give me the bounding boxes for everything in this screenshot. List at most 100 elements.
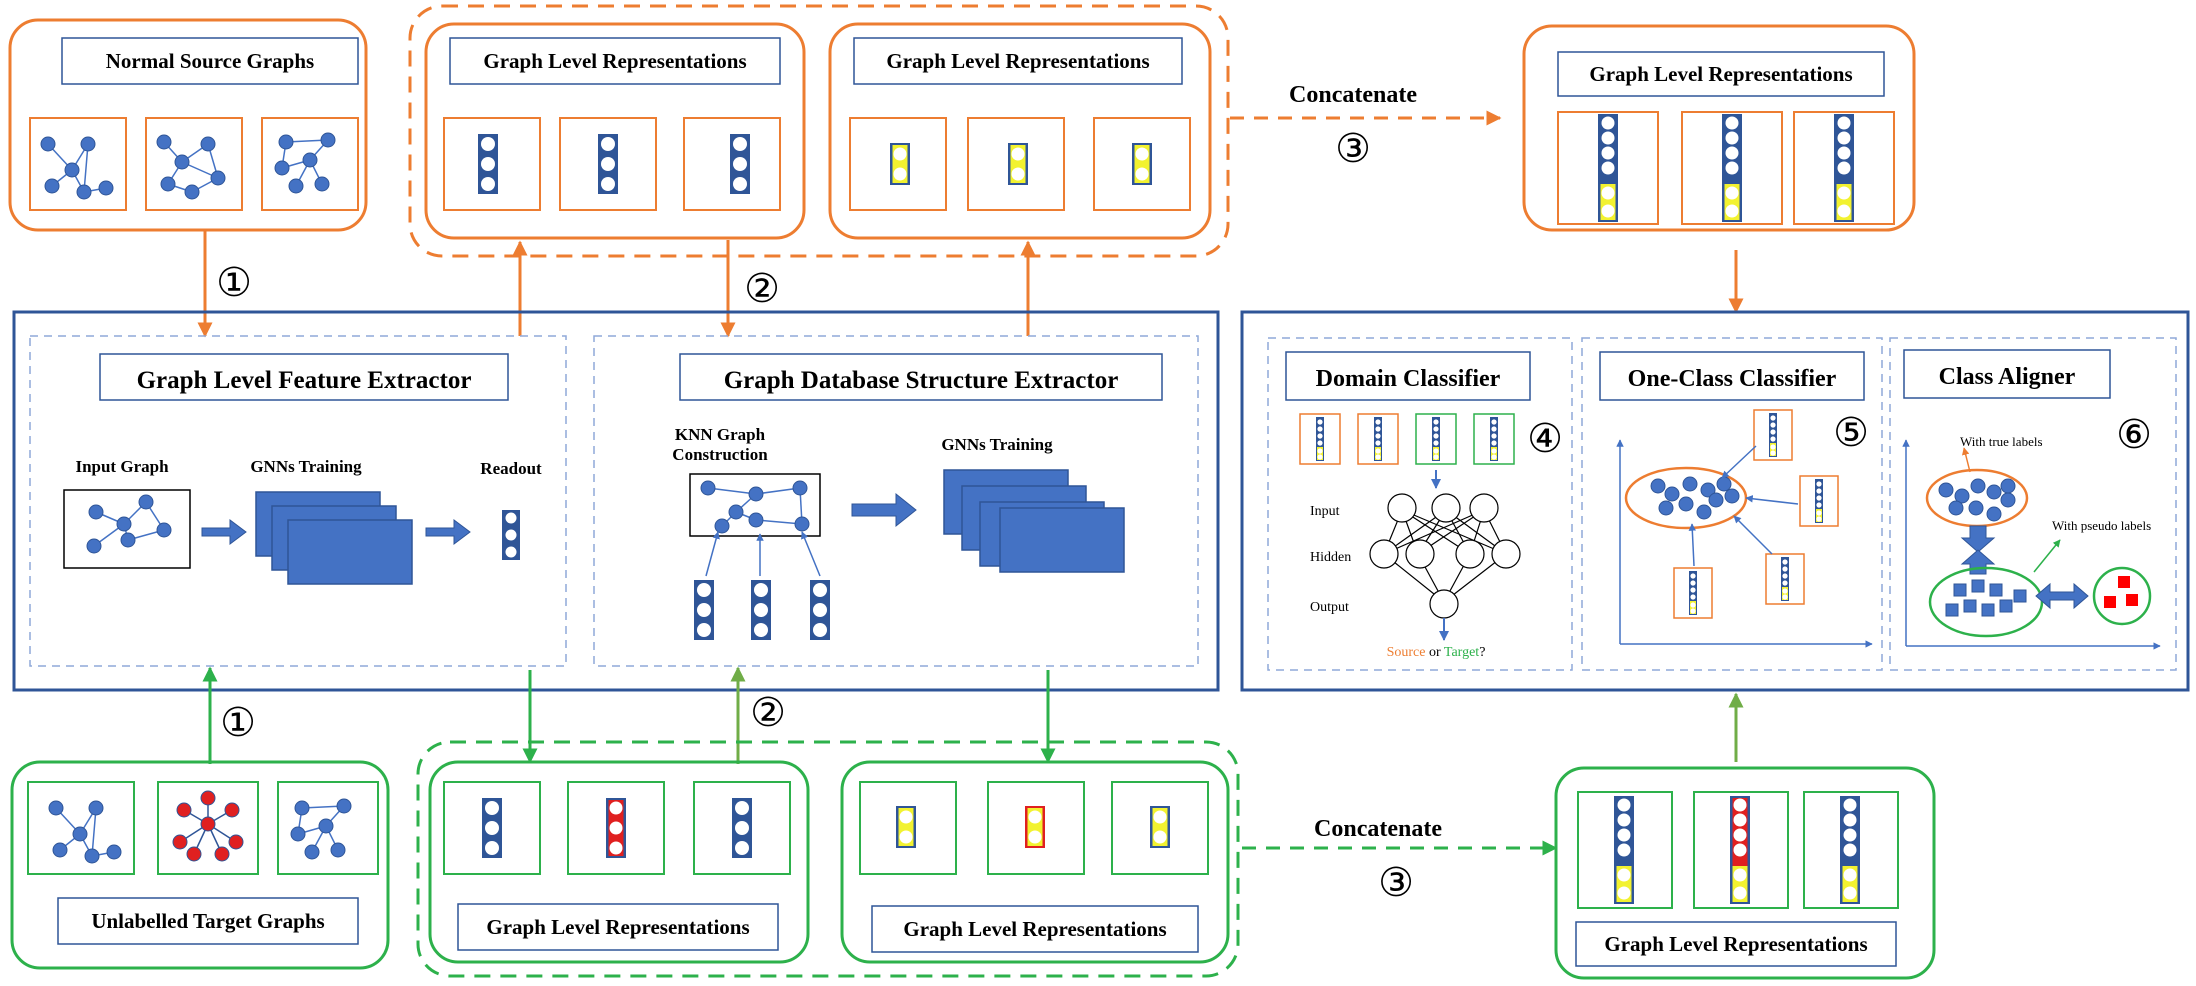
output-layer-label: Output <box>1310 600 1349 615</box>
block-arrow-icon <box>851 492 917 528</box>
target-concat-label: Concatenate <box>1314 816 1442 842</box>
target-rep-title-1: Graph Level Representations <box>486 915 749 939</box>
feature-vector <box>694 580 714 640</box>
domain-classifier-title: Domain Classifier <box>1316 366 1501 392</box>
one-class-step: ⑤ <box>1833 410 1869 455</box>
knn-input-arrow <box>705 531 720 577</box>
block-arrow-icon <box>425 519 471 545</box>
hidden-layer-label: Hidden <box>1310 550 1351 565</box>
source-concat-panel: Graph Level Representations <box>1522 24 1916 232</box>
feature-vector <box>1598 114 1618 222</box>
pull-arrow <box>1745 495 1799 505</box>
feature-vector <box>1025 806 1045 848</box>
target-graphs-panel: Unlabelled Target Graphs <box>10 760 390 970</box>
source-step-2: ② <box>744 266 780 311</box>
feature-vector <box>730 134 750 194</box>
feature-vector <box>1722 114 1742 222</box>
pull-arrow <box>1688 523 1697 567</box>
source-graphs-title: Normal Source Graphs <box>106 49 314 73</box>
domain-step: ④ <box>1527 416 1563 461</box>
cluster-points <box>1650 476 1740 520</box>
feature-vector <box>1781 557 1789 601</box>
feature-vector <box>810 580 830 640</box>
feature-vector <box>1815 479 1823 523</box>
feature-vector <box>1689 571 1697 615</box>
source-concat-label: Concatenate <box>1289 82 1417 108</box>
target-concat-step: ③ <box>1378 860 1414 905</box>
feature-vector <box>1432 417 1440 461</box>
align-down-arrow <box>1960 525 1996 553</box>
source-graphs-panel: Normal Source Graphs <box>8 18 368 232</box>
classifier-container <box>1240 310 2190 692</box>
source-step-1: ① <box>216 260 252 305</box>
feature-extractor-title: Graph Level Feature Extractor <box>137 367 472 394</box>
target-reps-group <box>416 740 1240 978</box>
feature-vector <box>732 798 752 858</box>
double-arrow-icon <box>2035 582 2089 610</box>
target-step-2: ② <box>750 690 786 735</box>
input-graph-label: Input Graph <box>75 457 169 476</box>
class-aligner-step: ⑥ <box>2116 412 2152 457</box>
target-class-cluster <box>1928 566 2044 638</box>
feature-vector <box>1316 417 1324 461</box>
source-or-target-label: Source or Target? <box>1387 645 1486 660</box>
anomaly-cluster <box>2092 566 2152 626</box>
feature-vector <box>896 806 916 848</box>
feature-vector <box>751 580 771 640</box>
pull-arrow <box>1721 445 1757 479</box>
true-labels-label: With true labels <box>1960 434 2043 449</box>
feature-extractor-panel: Graph Level Feature Extractor Input Grap… <box>29 335 567 667</box>
target-rep-panel-2: Graph Level Representations <box>840 760 1230 964</box>
one-class-classifier-panel: One-Class Classifier ⑤ <box>1581 337 1883 671</box>
feature-vector <box>598 134 618 194</box>
target-concat-panel: Graph Level Representations <box>1554 766 1936 980</box>
target-class-points <box>1945 579 2027 617</box>
knn-label-line1: KNN Graph <box>675 425 766 444</box>
feature-vector <box>1150 806 1170 848</box>
source-rep-panel-1: Graph Level Representations <box>424 22 806 240</box>
extractor-container <box>12 310 1220 692</box>
feature-vector <box>1834 114 1854 222</box>
source-class-points <box>1938 478 2016 522</box>
target-rep-title-2: Graph Level Representations <box>903 917 1166 941</box>
source-rep-panel-2: Graph Level Representations <box>828 22 1212 240</box>
knn-input-arrow <box>801 531 821 577</box>
feature-vector <box>478 134 498 194</box>
readout-vector <box>502 510 520 560</box>
feature-vector <box>1132 143 1152 185</box>
structure-extractor-title: Graph Database Structure Extractor <box>724 367 1119 394</box>
anomaly-points <box>2104 576 2138 608</box>
feature-vector <box>1769 413 1777 457</box>
input-graph-icon <box>86 494 172 554</box>
block-arrow-icon <box>201 519 247 545</box>
structure-extractor-panel: Graph Database Structure Extractor KNN G… <box>593 335 1199 667</box>
class-aligner-panel: Class Aligner ⑥ With true labels With ps… <box>1889 337 2177 671</box>
gnn-layers-icon <box>255 491 413 585</box>
source-rep-title-2: Graph Level Representations <box>886 49 1149 73</box>
target-rep-panel-1: Graph Level Representations <box>428 760 810 964</box>
feature-vector <box>1008 143 1028 185</box>
one-class-classifier-title: One-Class Classifier <box>1628 366 1837 392</box>
pseudo-labels-label: With pseudo labels <box>2052 518 2151 533</box>
neural-network-icon <box>1369 493 1521 619</box>
knn-label-line2: Construction <box>672 445 768 464</box>
true-labels-arrow <box>1961 447 1971 473</box>
source-concat-step: ③ <box>1335 126 1371 171</box>
knn-graph-icon <box>700 480 810 534</box>
source-reps-group <box>408 4 1230 258</box>
gnn-training-label: GNNs Training <box>250 457 362 476</box>
source-concat-title: Graph Level Representations <box>1589 62 1852 86</box>
target-step-1: ① <box>220 700 256 745</box>
gnn-training-label-2: GNNs Training <box>941 435 1053 454</box>
feature-vector <box>606 798 626 858</box>
input-layer-label: Input <box>1310 504 1340 519</box>
target-concat-title: Graph Level Representations <box>1604 932 1867 956</box>
feature-vector <box>482 798 502 858</box>
feature-vector <box>1614 796 1634 904</box>
source-rep-title-1: Graph Level Representations <box>483 49 746 73</box>
feature-vector <box>1374 417 1382 461</box>
feature-vector <box>890 143 910 185</box>
feature-vector <box>1490 417 1498 461</box>
domain-classifier-panel: Domain Classifier ④ Input Hidden Output <box>1267 337 1573 671</box>
